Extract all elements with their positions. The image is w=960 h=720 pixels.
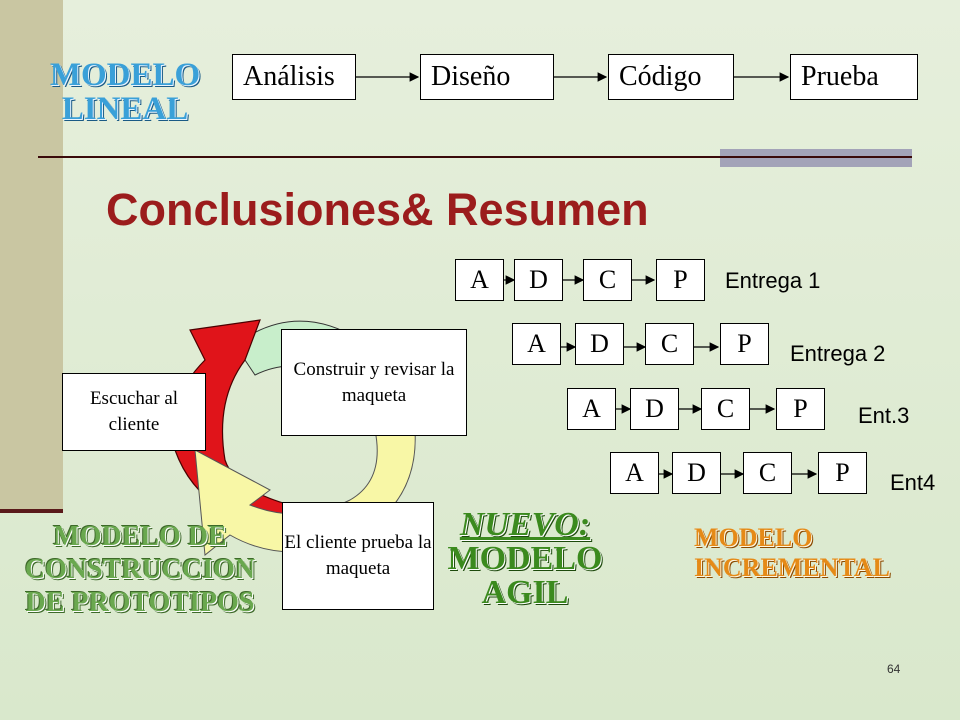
incr-row3-p: P — [776, 388, 825, 430]
modelo-lineal-label: MODELO LINEAL — [30, 58, 220, 126]
linear-step-codigo: Código — [608, 54, 734, 100]
incr-row1-a: A — [455, 259, 504, 301]
incr-row3-label: Ent.3 — [858, 403, 910, 428]
incr-row4-a: A — [610, 452, 659, 494]
agil-line2: MODELO — [447, 540, 603, 577]
incr-row4-c: C — [743, 452, 792, 494]
page-number: 64 — [887, 662, 901, 676]
modelo-lineal-line1: MODELO — [49, 57, 201, 93]
modelo-agil-label: NUEVO: MODELO AGIL — [430, 508, 620, 610]
incr-row3-d: D — [630, 388, 679, 430]
incr-row1-c: C — [583, 259, 632, 301]
modelo-prototipos-label: MODELO DE CONSTRUCCION DE PROTOTIPOS — [0, 520, 280, 619]
modelo-incremental-label: MODELO INCREMENTAL — [694, 523, 890, 583]
incremental-line1: MODELO — [694, 523, 813, 552]
left-bar-underline — [0, 509, 63, 513]
incr-row2-c: C — [645, 323, 694, 365]
step-build-review-prototype: Construir y revisar la maqueta — [281, 329, 467, 436]
step-listen-client: Escuchar al cliente — [62, 373, 206, 451]
linear-step-prueba: Prueba — [790, 54, 918, 100]
incremental-line2: INCREMENTAL — [694, 553, 890, 582]
incr-row4-d: D — [672, 452, 721, 494]
prototipos-line2: CONSTRUCCION — [24, 554, 256, 585]
prototipos-line3: DE PROTOTIPOS — [25, 587, 255, 618]
linear-step-analisis: Análisis — [232, 54, 356, 100]
incr-row1-label: Entrega 1 — [725, 268, 821, 293]
incr-row4-label: Ent4 — [890, 470, 936, 495]
incr-row2-label: Entrega 2 — [790, 341, 886, 366]
incr-row2-a: A — [512, 323, 561, 365]
page-title: Conclusiones& Resumen — [106, 184, 649, 235]
incr-row3-a: A — [567, 388, 616, 430]
step-client-tests-prototype: El cliente prueba la maqueta — [282, 502, 434, 610]
agil-line3: AGIL — [481, 574, 569, 611]
incr-row4-p: P — [818, 452, 867, 494]
left-decorative-bar — [0, 0, 63, 510]
linear-step-diseno: Diseño — [420, 54, 554, 100]
agil-line1: NUEVO: — [459, 506, 591, 543]
title-accent-bar — [720, 149, 912, 167]
prototipos-line1: MODELO DE — [53, 521, 227, 552]
incr-row1-p: P — [656, 259, 705, 301]
incr-row3-c: C — [701, 388, 750, 430]
title-divider-line — [38, 156, 912, 158]
incr-row2-d: D — [575, 323, 624, 365]
incr-row1-d: D — [514, 259, 563, 301]
modelo-lineal-line2: LINEAL — [61, 91, 189, 127]
incr-row2-p: P — [720, 323, 769, 365]
